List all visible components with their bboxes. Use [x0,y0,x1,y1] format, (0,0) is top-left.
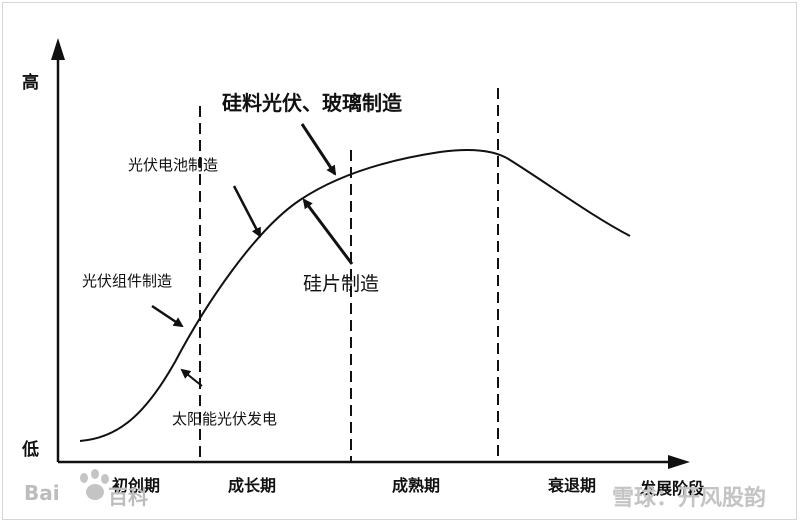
lifecycle-curve [79,149,631,442]
stage-label-startup: 初创期 [112,476,160,495]
annotation-cell: 光伏电池制造 [128,156,218,174]
baidu-paw-icon [80,469,109,500]
arrow-wafer [302,198,354,265]
baidu-watermark-text: Bai [24,481,60,505]
arrow-cell [232,185,262,238]
arrow-silicon-glass [300,123,337,176]
arrow-module [151,304,184,328]
annotation-solar-power: 太阳能光伏发电 [172,410,277,428]
annotation-silicon-glass: 硅料光伏、玻璃制造 [222,91,403,115]
annotation-module: 光伏组件制造 [82,272,172,290]
x-axis-arrow-icon [668,455,690,469]
baidu-watermark-suffix: 百科 [108,485,148,509]
y-axis-top-label: 高 [22,72,39,93]
annotation-wafer: 硅片制造 [303,273,379,295]
x-axis-label: 发展阶段 [639,479,705,498]
stage-label-decline: 衰退期 [547,476,596,495]
arrow-solar-power [180,368,203,387]
y-axis-bottom-label: 低 [21,439,39,460]
xueqiu-watermark: 雪球：开风股韵 [612,485,766,511]
stage-label-growth: 成长期 [228,476,276,495]
stage-label-mature: 成熟期 [392,476,440,495]
y-axis-arrow-icon [51,38,65,60]
